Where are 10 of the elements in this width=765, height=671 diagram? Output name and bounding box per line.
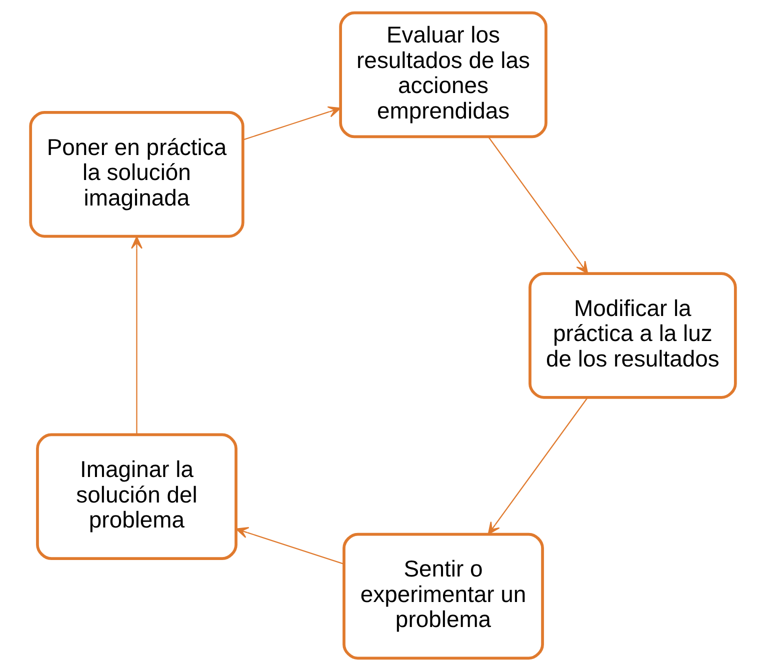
node-box: Evaluar los resultados de las acciones emprendidas — [338, 11, 547, 138]
node-box: Sentir o experimentar un problema — [342, 532, 544, 660]
arrow — [130, 236, 142, 434]
node-box: Imaginar la solución del problema — [36, 433, 237, 560]
node-box: Modificar la práctica a la luz de los resultados — [528, 272, 736, 399]
arrow — [487, 397, 588, 535]
node-box: Poner en práctica la solución imaginada — [28, 110, 244, 238]
arrow — [235, 527, 344, 564]
arrow — [242, 106, 340, 140]
arrow — [487, 136, 588, 274]
